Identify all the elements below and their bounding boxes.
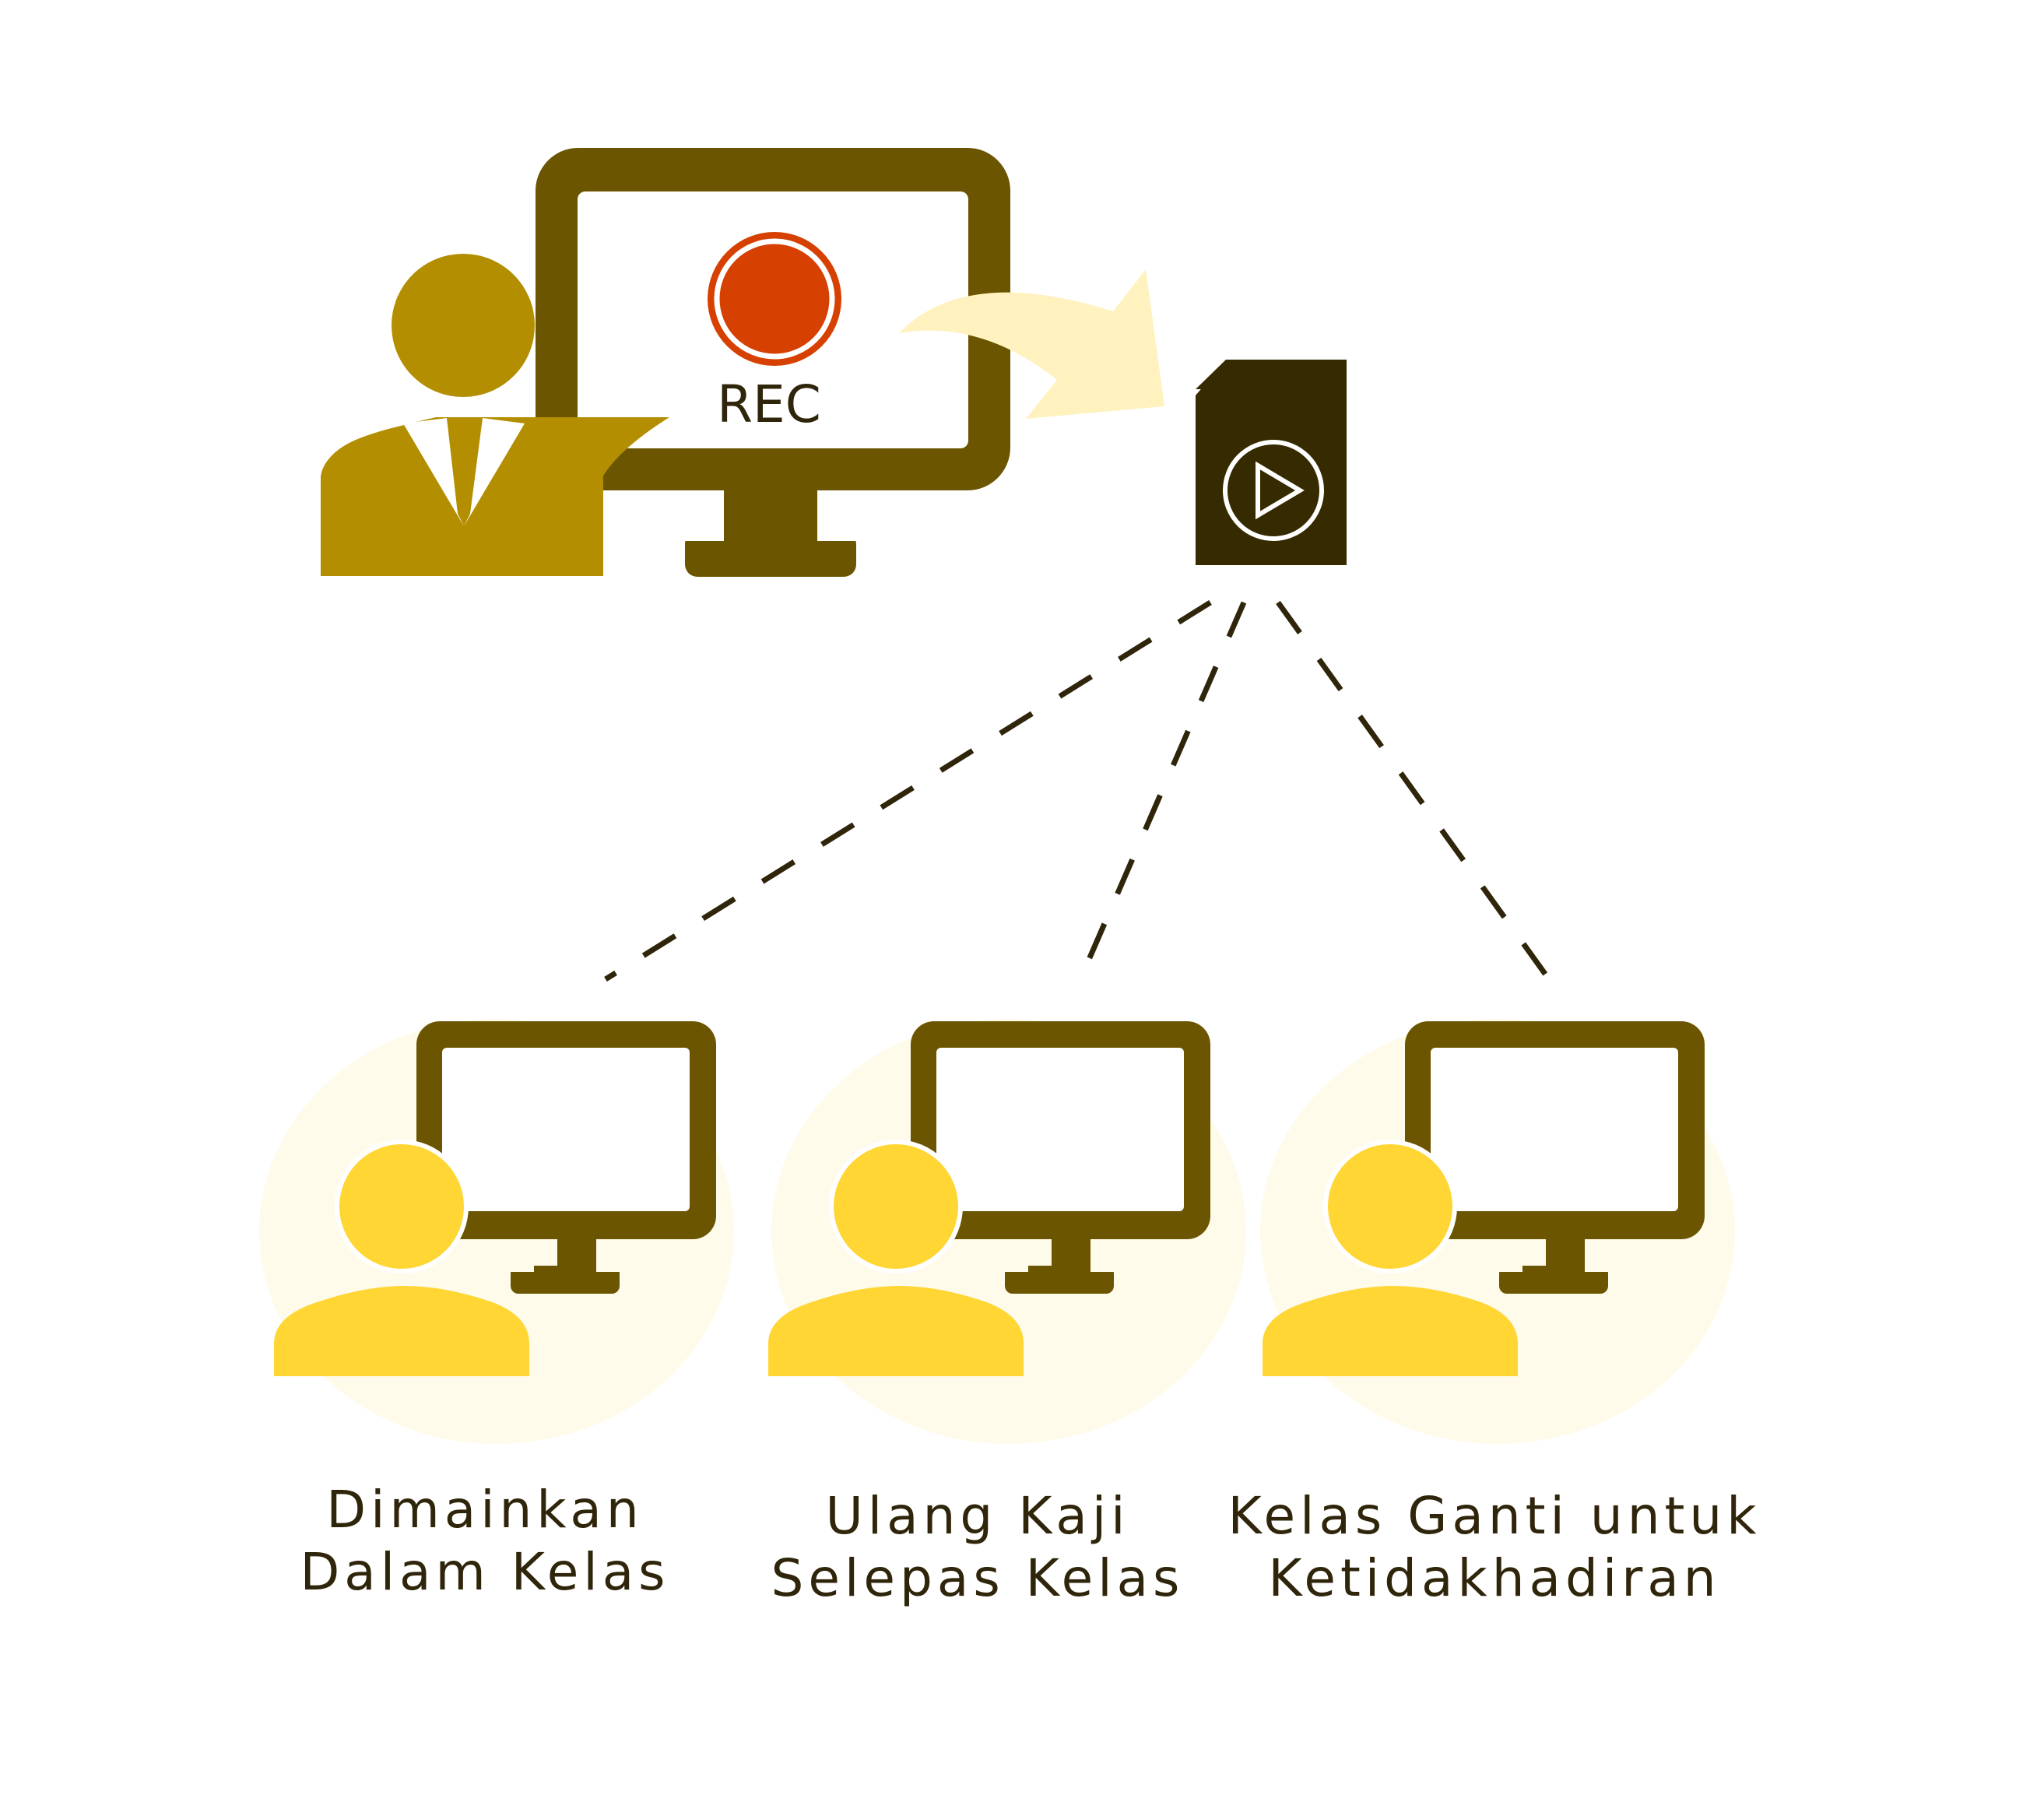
student-station-3 [1260, 1019, 1735, 1444]
monitor-icon [416, 1021, 716, 1294]
curved-arrow-icon [899, 269, 1164, 419]
connector-right [1276, 600, 1551, 982]
connector-left [604, 600, 1212, 982]
monitor-icon [1405, 1021, 1705, 1294]
caption-line-1: Ulang Kaji [825, 1486, 1130, 1546]
student-station-2 [768, 1019, 1246, 1444]
monitor-icon [911, 1021, 1210, 1294]
file-corner [1196, 360, 1226, 389]
presenter-head [392, 254, 535, 397]
caption-replacement-class: Kelas Ganti untuk Ketidakhadiran [1199, 1485, 1790, 1610]
video-file-icon [1196, 360, 1347, 565]
presenter-monitor-base [685, 532, 856, 577]
person-icon [768, 1140, 1024, 1376]
caption-line-1: Kelas Ganti untuk [1227, 1486, 1761, 1546]
play-icon [1223, 440, 1324, 541]
caption-line-1: Dimainkan [326, 1480, 644, 1540]
caption-review-after-class: Ulang Kaji Selepas Kelas [682, 1485, 1273, 1610]
presenter-lapel-left [403, 418, 464, 526]
recording-station: REC [321, 148, 1010, 577]
caption-line-2: Dalam Kelas [300, 1542, 670, 1602]
person-icon [1263, 1140, 1518, 1376]
presenter-tie [447, 418, 483, 526]
presenter-lapel-right [464, 418, 525, 526]
person-with-tie-icon [321, 254, 669, 576]
person-icon [274, 1140, 529, 1376]
record-button-icon [708, 232, 841, 366]
presenter-monitor-neck [724, 487, 817, 536]
connector-middle [1077, 601, 1247, 981]
student-station-1 [259, 1019, 734, 1444]
rec-label: REC [717, 374, 821, 434]
caption-line-2: Selepas Kelas [771, 1548, 1185, 1608]
connector-lines [604, 600, 1551, 982]
caption-played-in-class: Dimainkan Dalam Kelas [189, 1479, 781, 1603]
caption-line-2: Ketidakhadiran [1268, 1548, 1721, 1608]
